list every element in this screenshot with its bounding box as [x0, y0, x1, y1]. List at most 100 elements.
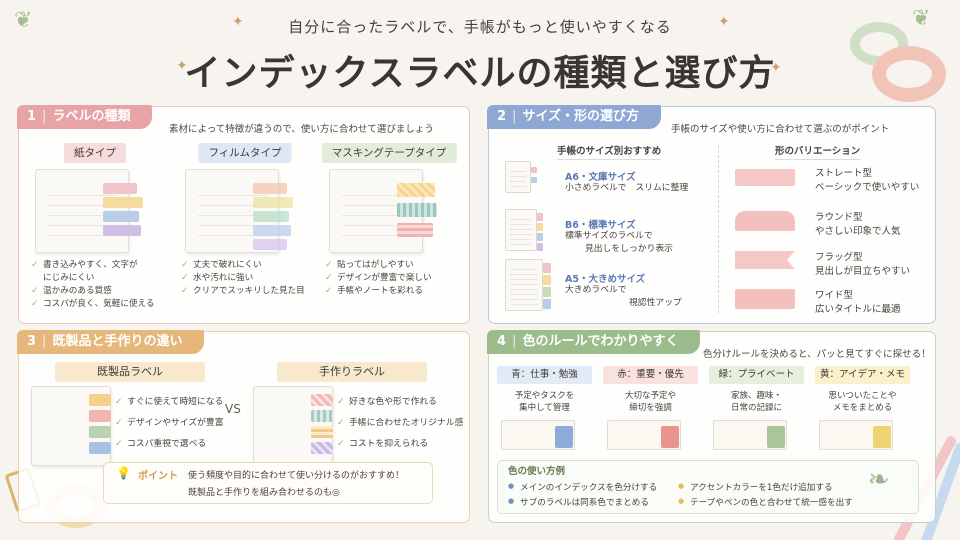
feature-item: 手帳やノートを彩れる	[325, 285, 455, 298]
tab-mark	[89, 410, 111, 422]
column-divider	[718, 145, 719, 313]
color-card-yellow: 黄：アイデア・メモ 思いついたことやメモをまとめる	[815, 366, 910, 450]
shape-name: ストレート型	[815, 168, 873, 179]
size-name: B6・標準サイズ	[565, 220, 636, 231]
shape-desc: ベーシックで使いやすい	[815, 182, 920, 193]
section-tag: 2|サイズ・形の選び方	[487, 105, 662, 129]
washi-tape-roll	[872, 46, 946, 102]
color-label: 緑：プライベート	[709, 366, 804, 384]
color-tab	[767, 426, 785, 448]
notebook-b6-illustration	[505, 209, 537, 251]
shape-desc: 見出しが目立ちやすい	[815, 266, 911, 277]
feature-item: コスパ重視で選べる	[115, 434, 224, 455]
ready-made-card: 既製品ラベル すぐに使えて時短になる デザインやサイズが豊富 コスパ重視で選べる	[27, 362, 232, 472]
color-desc: 家族、趣味・日常の記録に	[730, 391, 782, 413]
feature-item-continued: にじみにくい	[43, 273, 95, 283]
leaf-icon: ❦	[912, 6, 931, 31]
feature-item: デザインが豊富で楽しい	[325, 272, 455, 285]
tab-mark	[311, 410, 333, 422]
feature-item: 書き込みやすく、文字が	[31, 259, 161, 272]
color-desc: 大切な予定や締切を強調	[624, 391, 676, 413]
label-tabs-illustration	[253, 183, 299, 253]
tab-mark	[89, 394, 111, 406]
tab-mark	[543, 299, 551, 309]
wide-shape-illustration	[735, 289, 795, 309]
size-name: A6・文庫サイズ	[565, 172, 636, 183]
shape-name: フラッグ型	[815, 252, 863, 263]
tab-mark	[311, 426, 333, 438]
tag-divider: |	[42, 109, 47, 124]
shape-name: ラウンド型	[815, 212, 863, 223]
feature-item: 温かみのある質感	[31, 285, 161, 298]
sparkle-icon: ✦	[176, 58, 188, 74]
notebook-a6-illustration	[505, 161, 531, 193]
feature-item: 貼ってはがしやすい	[325, 259, 455, 272]
feature-list: すぐに使えて時短になる デザインやサイズが豊富 コスパ重視で選べる	[115, 392, 224, 455]
label-tabs-illustration	[397, 183, 443, 253]
sparkle-icon: ✦	[232, 14, 244, 30]
section-title: サイズ・形の選び方	[522, 109, 640, 124]
type-name: マスキングテープタイプ	[321, 143, 457, 163]
size-desc: 見出しをしっかり表示	[585, 244, 673, 254]
size-desc: 小さめラベルで スリムに整理	[565, 183, 689, 193]
feature-item: 手帳に合わせたオリジナル感	[337, 413, 463, 434]
shape-name: ワイド型	[815, 290, 854, 301]
card-title: 既製品ラベル	[55, 362, 205, 382]
tab-mark	[543, 287, 551, 297]
section-description: 手帳のサイズや使い方に合わせて選ぶのがポイント	[671, 124, 890, 135]
shape-heading: 形のバリエーション	[775, 143, 861, 160]
section-title: 色のルールでわかりやすく	[522, 334, 679, 349]
section-number: 1	[27, 109, 37, 124]
feature-item: デザインやサイズが豊富	[115, 413, 224, 434]
rule-item: メインのインデックスを色分けする	[508, 481, 657, 493]
rule-item: テープやペンの色と合わせて統一感を出す	[678, 496, 853, 508]
section-ready-vs-handmade: 3|既製品と手作りの違い 既製品ラベル すぐに使えて時短になる デザインやサイズ…	[17, 330, 470, 523]
sparkle-icon: ✦	[770, 60, 782, 76]
size-heading: 手帳のサイズ別おすすめ	[557, 143, 662, 160]
tag-divider: |	[512, 334, 517, 349]
section-title: ラベルの種類	[52, 109, 131, 124]
tab-mark	[537, 233, 543, 241]
card-title: 手作りラベル	[277, 362, 427, 382]
tab-mark	[543, 275, 551, 285]
section-label-types: 1 | ラベルの種類 素材によって特徴が違うので、使い方に合わせて選びましょう 紙タ…	[17, 105, 470, 324]
point-label: ポイント	[138, 471, 178, 482]
feature-item: コストを抑えられる	[337, 434, 463, 455]
tab-mark	[537, 213, 543, 221]
feature-item: 丈夫で破れにくい	[181, 259, 311, 272]
page-subtitle: 自分に合ったラベルで、手帳がもっと使いやすくなる	[288, 18, 672, 36]
point-text: 既製品と手作りを組み合わせるのも◎	[188, 488, 340, 498]
color-label: 赤：重要・優先	[603, 366, 698, 384]
lightbulb-icon: 💡	[116, 466, 131, 480]
feature-item: 水や汚れに強い	[181, 272, 311, 285]
section-description: 素材によって特徴が違うので、使い方に合わせて選びましょう	[169, 124, 434, 135]
feature-item: コスパが良く、気軽に使える	[31, 298, 161, 311]
tab-mark	[537, 223, 543, 231]
color-card-red: 赤：重要・優先 大切な予定や締切を強調	[603, 366, 698, 450]
type-name: 紙タイプ	[64, 143, 126, 163]
color-label: 青：仕事・勉強	[497, 366, 592, 384]
color-usage-examples: 色の使い方例 メインのインデックスを色分けする サブのラベルは同系色でまとめる …	[497, 460, 919, 514]
feature-list: 丈夫で破れにくい 水や汚れに強い クリアでスッキリした見た目	[181, 259, 311, 298]
rule-item: アクセントカラーを1色だけ追加する	[678, 481, 833, 493]
feature-list: 書き込みやすく、文字が にじみにくい 温かみのある質感 コスパが良く、気軽に使え…	[31, 259, 161, 311]
feature-list: 好きな色や形で作れる 手帳に合わせたオリジナル感 コストを抑えられる	[337, 392, 463, 455]
color-tab	[873, 426, 891, 448]
type-name: フィルムタイプ	[198, 143, 292, 163]
section-tag: 1 | ラベルの種類	[17, 105, 153, 129]
sparkle-icon: ✦	[718, 14, 730, 30]
section-size-shape: 2|サイズ・形の選び方 手帳のサイズや使い方に合わせて選ぶのがポイント 手帳のサ…	[487, 105, 936, 324]
section-color-rules: 4|色のルールでわかりやすく 色分けルールを決めると、パッと見てすぐに探せる！ …	[487, 330, 936, 523]
feature-list: 貼ってはがしやすい デザインが豊富で楽しい 手帳やノートを彩れる	[325, 259, 455, 298]
round-shape-illustration	[735, 211, 795, 231]
tab-mark	[531, 177, 537, 183]
color-desc: 予定やタスクを集中して管理	[514, 391, 575, 413]
tab-mark	[537, 243, 543, 251]
color-tab	[555, 426, 573, 448]
color-tab	[661, 426, 679, 448]
color-label: 黄：アイデア・メモ	[815, 366, 910, 384]
notebook-a5-illustration	[505, 259, 543, 311]
tab-mark	[543, 263, 551, 273]
point-text: 使う頻度や目的に合わせて使い分けるのがおすすめ！	[188, 471, 405, 481]
